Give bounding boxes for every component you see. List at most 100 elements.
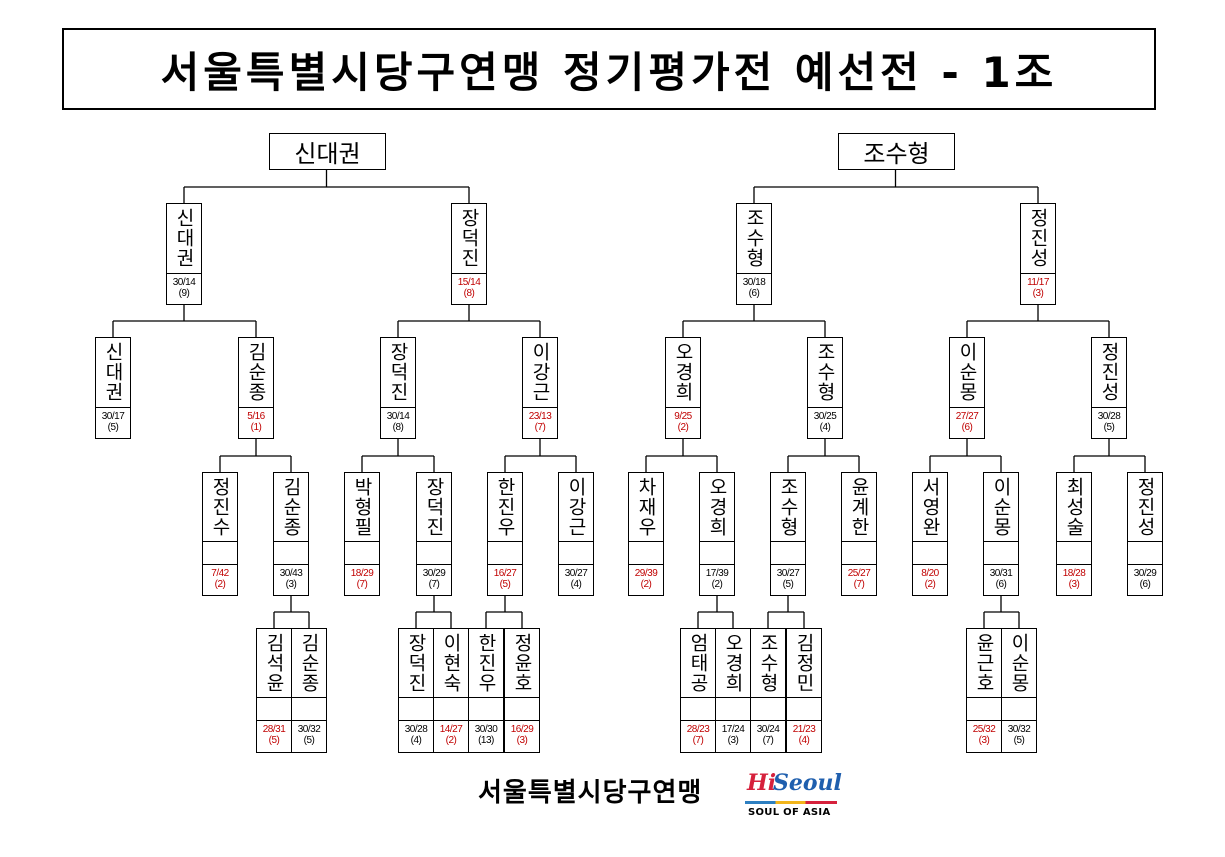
score-cell: 30/17(5) — [96, 408, 130, 433]
blank-cell — [469, 698, 503, 721]
score: 25/27 — [847, 568, 871, 579]
rank: (2) — [445, 735, 457, 746]
score-cell: 30/24(7) — [751, 721, 785, 746]
rank: (3) — [727, 735, 739, 746]
score: 30/14 — [172, 277, 196, 288]
player-name: 이강근 — [523, 338, 557, 408]
score-cell: 30/25(4) — [808, 408, 842, 433]
score-cell: 25/32(3) — [967, 721, 1001, 746]
rank: (6) — [995, 579, 1007, 590]
score: 30/27 — [564, 568, 588, 579]
blank-cell — [984, 542, 1018, 565]
score: 30/43 — [279, 568, 303, 579]
logo-subtitle: SOUL OF ASIA — [748, 807, 831, 818]
score: 28/31 — [262, 724, 286, 735]
score: 17/39 — [705, 568, 729, 579]
score-cell: 30/27(4) — [559, 565, 593, 590]
rank: (3) — [516, 735, 528, 746]
score-cell: 30/30(13) — [469, 721, 503, 746]
blank-cell — [681, 698, 715, 721]
rank: (7) — [692, 735, 704, 746]
score: 18/29 — [350, 568, 374, 579]
blank-cell — [913, 542, 947, 565]
score-cell: 23/13(7) — [523, 408, 557, 433]
blank-cell — [716, 698, 750, 721]
score: 30/27 — [776, 568, 800, 579]
blank-cell — [274, 542, 308, 565]
score: 30/28 — [404, 724, 428, 735]
score-cell: 18/28(3) — [1057, 565, 1091, 590]
rank: (5) — [303, 735, 315, 746]
blank-cell — [1057, 542, 1091, 565]
score: 7/42 — [211, 568, 229, 579]
hi-seoul-logo: Hi Seoul SOUL OF ASIA — [745, 770, 842, 822]
score-cell: 30/27(5) — [771, 565, 805, 590]
player-box: 윤계한 25/27(7) — [841, 472, 877, 596]
score-cell: 8/20(2) — [913, 565, 947, 590]
player-name: 이순몽 — [984, 473, 1018, 542]
score-cell: 16/29(3) — [505, 721, 539, 746]
player-name: 장덕진 — [381, 338, 415, 408]
score-cell: 9/25(2) — [666, 408, 700, 433]
rank: (9) — [178, 288, 190, 299]
score: 30/30 — [474, 724, 498, 735]
score: 28/23 — [686, 724, 710, 735]
score: 30/29 — [422, 568, 446, 579]
player-name: 정진성 — [1128, 473, 1162, 542]
blank-cell — [434, 698, 468, 721]
player-name: 서영완 — [913, 473, 947, 542]
player-box: 서영완 8/20(2) — [912, 472, 948, 596]
blank-cell — [292, 698, 326, 721]
score-cell: 30/43(3) — [274, 565, 308, 590]
player-name: 김순종 — [292, 629, 326, 698]
blank-cell — [345, 542, 379, 565]
score: 9/25 — [674, 411, 692, 422]
player-name: 윤계한 — [842, 473, 876, 542]
player-name: 이순몽 — [950, 338, 984, 408]
blank-cell — [751, 698, 785, 721]
rank: (2) — [711, 579, 723, 590]
score: 14/27 — [439, 724, 463, 735]
score: 30/17 — [101, 411, 125, 422]
score-cell: 17/39(2) — [700, 565, 734, 590]
score-cell: 25/27(7) — [842, 565, 876, 590]
score-cell: 27/27(6) — [950, 408, 984, 433]
score-cell: 18/29(7) — [345, 565, 379, 590]
rank: (5) — [1103, 422, 1115, 433]
title-box: 서울특별시당구연맹 정기평가전 예선전 - 1조 — [62, 28, 1156, 110]
rank: (8) — [392, 422, 404, 433]
rank: (6) — [1139, 579, 1151, 590]
rank: (2) — [214, 579, 226, 590]
score-cell: 29/39(2) — [629, 565, 663, 590]
player-name: 오경희 — [666, 338, 700, 408]
rank: (3) — [1032, 288, 1044, 299]
player-name: 윤근호 — [967, 629, 1001, 698]
score-cell: 14/27(2) — [434, 721, 468, 746]
blank-cell — [1128, 542, 1162, 565]
logo-color-bar — [745, 801, 837, 804]
player-name: 조수형 — [737, 204, 771, 274]
rank: (5) — [782, 579, 794, 590]
player-name: 장덕진 — [399, 629, 433, 698]
rank: (7) — [356, 579, 368, 590]
blank-cell — [700, 542, 734, 565]
rank: (5) — [1013, 735, 1025, 746]
player-name: 한진우 — [488, 473, 522, 542]
score-cell: 30/28(5) — [1092, 408, 1126, 433]
